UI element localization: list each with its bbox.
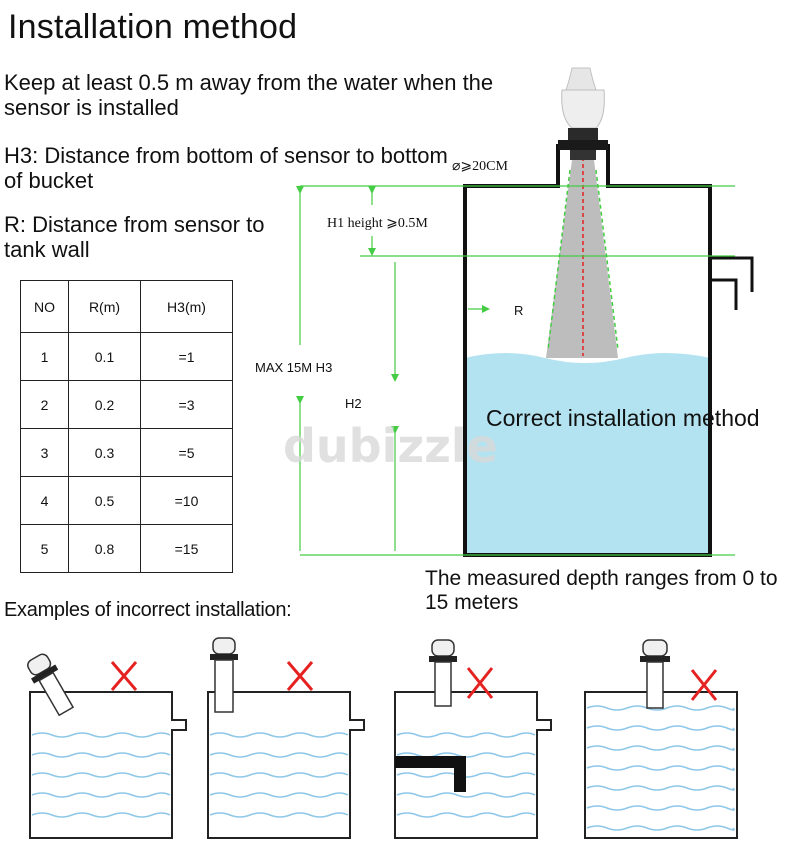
incorrect-example-4 [584,639,738,839]
incorrect-example-2 [207,637,365,839]
column-header: R(m) [68,280,141,333]
table-cell: 5 [20,524,69,573]
outlet-pipe [710,256,754,310]
table-cell: 0.1 [68,332,141,381]
table-cell: =3 [140,380,233,429]
table-cell: =15 [140,524,233,573]
max-label: MAX 15M H3 [255,360,332,375]
h1-label: H1 height ⩾0.5M [327,216,428,231]
incorrect-examples-heading: Examples of incorrect installation: [4,599,292,621]
table-row: 3 0.3 =5 [20,428,233,477]
wrong-mark-icon [466,667,494,699]
r-label: R [514,303,523,318]
h3-definition: H3: Distance from bottom of sensor to bo… [4,143,448,193]
table-header-row: NO R(m) H3(m) [20,280,233,333]
table-cell: 3 [20,428,69,477]
table-cell: 0.8 [68,524,141,573]
sensor-icon [429,639,457,707]
table-cell: 0.5 [68,476,141,525]
watermark: dubizzle [283,419,498,473]
page-title: Installation method [8,8,298,46]
beam-cone [546,160,618,358]
column-header: H3(m) [140,280,233,333]
beam-edge-line [595,169,619,351]
sensor-icon [558,67,608,160]
r-definition: R: Distance from sensor to tank wall [4,212,265,262]
keep-distance-note: Keep at least 0.5 m away from the water … [4,70,494,120]
wrong-mark-icon [690,669,718,701]
table-row: 5 0.8 =15 [20,524,233,573]
incorrect-example-3 [394,639,552,839]
sensor-icon [640,639,670,709]
table-row: 4 0.5 =10 [20,476,233,525]
wrong-mark-icon [110,661,138,691]
obstacle-bar [395,756,466,792]
wrong-mark-icon [286,661,314,691]
table-row: 2 0.2 =3 [20,380,233,429]
table-cell: 4 [20,476,69,525]
incorrect-example-1 [27,653,187,839]
table-cell: 0.3 [68,428,141,477]
diameter-label: ⌀⩾20CM [452,159,508,174]
table-cell: =5 [140,428,233,477]
depth-range-note: The measured depth ranges from 0 to 15 m… [425,567,778,614]
spec-table: NO R(m) H3(m) 1 0.1 =1 2 0.2 =3 3 0.3 =5… [20,280,233,573]
beam-edge-line [547,169,571,351]
sensor-icon [210,637,238,713]
table-cell: 1 [20,332,69,381]
sensor-icon [27,653,75,717]
h2-label: H2 [345,396,362,411]
water-body [465,353,710,555]
correct-installation-label: Correct installation method [486,405,760,431]
